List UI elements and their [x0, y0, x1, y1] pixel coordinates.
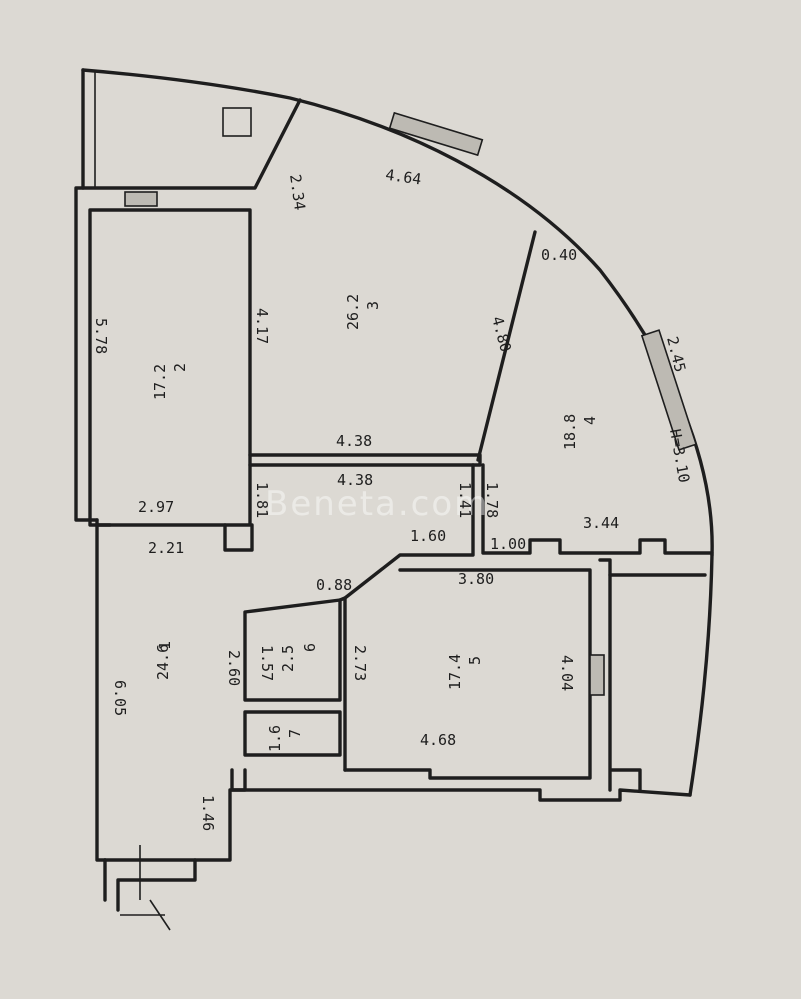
- dim-4-38-top: 4.38: [336, 432, 372, 450]
- dim-1-60: 1.60: [410, 527, 446, 545]
- interior-walls: [81, 70, 714, 792]
- room-2-area: 17.2: [151, 364, 169, 400]
- room-3-area: 26.2: [344, 294, 362, 330]
- window-room3: [388, 111, 484, 157]
- room-labels: 1 24.6 2 17.2 3 26.2 4 18.8 5 17.4 6 2.5…: [151, 294, 599, 752]
- room-3-number: 3: [364, 301, 382, 310]
- entry-door-mark: [120, 845, 171, 931]
- room-5-area: 17.4: [446, 654, 464, 690]
- room-5-number: 5: [466, 656, 484, 665]
- window-room2: [124, 191, 158, 207]
- dim-1-57: 1.57: [258, 645, 276, 681]
- dim-2-97: 2.97: [138, 498, 174, 516]
- room-7-number: 7: [286, 729, 304, 738]
- vent-symbol: [222, 107, 252, 137]
- dim-0-40: 0.40: [541, 246, 577, 264]
- dim-1-41: 1.41: [456, 482, 474, 518]
- dim-2-21: 2.21: [148, 539, 184, 557]
- dim-1-81: 1.81: [253, 482, 271, 518]
- dim-2-60: 2.60: [225, 650, 243, 686]
- windows: [124, 111, 698, 696]
- dim-3-80: 3.80: [458, 570, 494, 588]
- window-room5: [589, 654, 605, 696]
- watermark: Beneta.com: [265, 484, 489, 524]
- room-6-area: 2.5: [279, 645, 297, 672]
- dim-6-05: 6.05: [111, 680, 129, 716]
- room-4-number: 4: [581, 416, 599, 425]
- dim-4-80: 4.80: [488, 314, 515, 354]
- dim-2-73: 2.73: [351, 645, 369, 681]
- dim-2-34: 2.34: [286, 173, 309, 211]
- dim-5-78: 5.78: [92, 318, 110, 354]
- room-1-number: 1: [156, 641, 174, 650]
- dimension-labels: 4.64 2.34 0.40 4.17 5.78 4.80 2.45 H=3.1…: [92, 166, 693, 831]
- window-room4: [640, 329, 698, 451]
- room-1-area: 24.6: [154, 644, 172, 680]
- room-2-number: 2: [171, 363, 189, 372]
- dim-1-78: 1.78: [483, 482, 501, 518]
- room-4-area: 18.8: [561, 414, 579, 450]
- dim-4-17: 4.17: [253, 308, 271, 344]
- dim-4-04: 4.04: [558, 655, 576, 691]
- dim-4-64: 4.64: [384, 166, 422, 189]
- dim-3-44: 3.44: [583, 514, 619, 532]
- dim-1-46: 1.46: [199, 795, 217, 831]
- dim-4-38-bottom: 4.38: [337, 471, 373, 489]
- dim-0-88: 0.88: [316, 576, 352, 594]
- room-6-number: 6: [301, 643, 319, 652]
- dim-4-68: 4.68: [420, 731, 456, 749]
- room-7-area: 1.6: [266, 725, 284, 752]
- dim-1-00: 1.00: [490, 535, 526, 553]
